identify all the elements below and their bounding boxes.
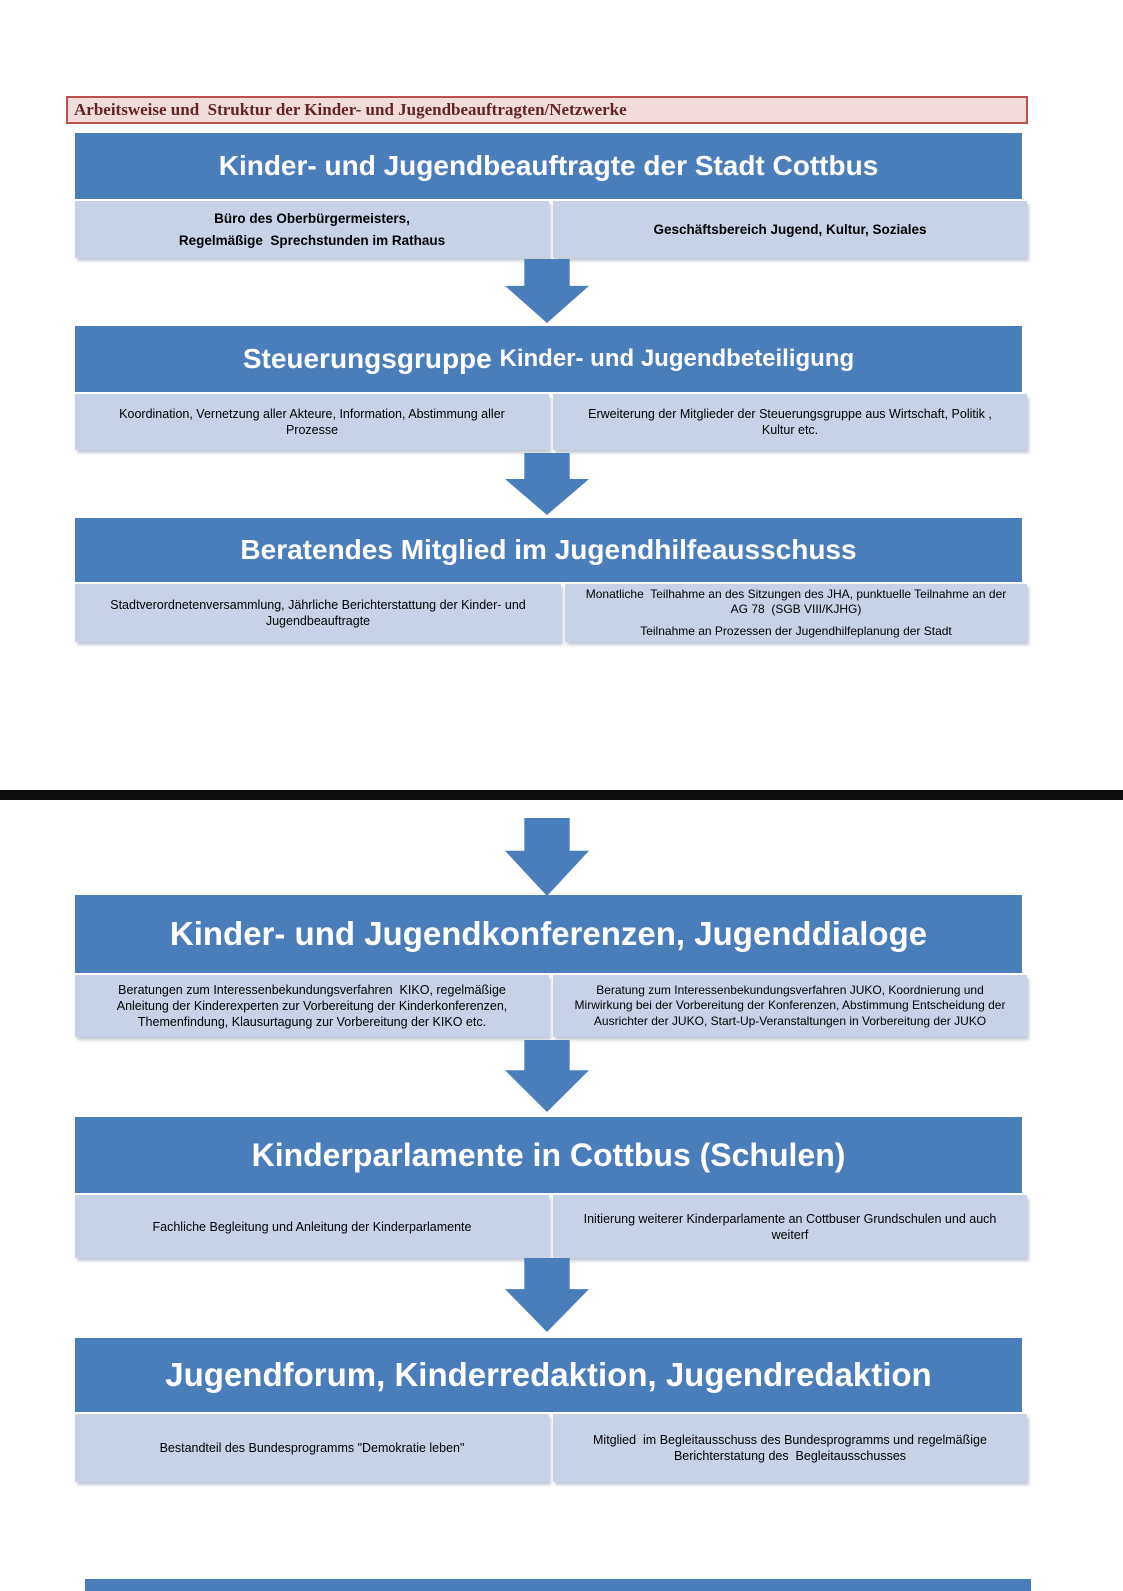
info-box-left: Bestandteil des Bundesprogramms "Demokra… — [75, 1414, 549, 1482]
info-text: Geschäftsbereich Jugend, Kultur, Soziale… — [653, 221, 927, 237]
info-text: Koordination, Vernetzung aller Akteure, … — [119, 407, 509, 437]
section-row: Fachliche Begleitung und Anleitung der K… — [75, 1195, 1027, 1258]
info-text: Mitglied im Begleitausschuss des Bundesp… — [593, 1433, 991, 1463]
section-title: Kinder- und Jugendbeauftragte der Stadt … — [218, 150, 879, 181]
section-row: Bestandteil des Bundesprogramms "Demokra… — [75, 1414, 1027, 1482]
section-title: Kinder- und Jugendkonferenzen, Jugenddia… — [169, 915, 928, 952]
section-header-kinderparlamente: Kinderparlamente in Cottbus (Schulen) — [75, 1117, 1022, 1193]
info-text: Fachliche Begleitung und Anleitung der K… — [152, 1219, 472, 1234]
info-text: Initierung weiterer Kinderparlamente an … — [583, 1211, 1000, 1242]
section-header-steuerungsgruppe: Steuerungsgruppe Kinder- und Jugendbetei… — [75, 326, 1022, 392]
info-text: Teilnahme an Prozessen der Jugendhilfepl… — [640, 623, 952, 638]
info-box-right: Erweiterung der Mitglieder der Steuerung… — [553, 394, 1027, 450]
section-header-kinder-und-jugendbeauftragte: Kinder- und Jugendbeauftragte der Stadt … — [75, 133, 1022, 199]
section-header-konferenzen-jugenddialoge: Kinder- und Jugendkonferenzen, Jugenddia… — [75, 895, 1022, 973]
info-box-right: Mitglied im Begleitausschuss des Bundesp… — [553, 1414, 1027, 1482]
section-row: Stadtverordnetenversammlung, Jährliche B… — [75, 584, 1027, 642]
page-title: Arbeitsweise und Struktur der Kinder- un… — [66, 96, 1028, 124]
section-title: Kinderparlamente in Cottbus (Schulen) — [251, 1136, 846, 1173]
section-row: Koordination, Vernetzung aller Akteure, … — [75, 394, 1027, 450]
section-header-jugendforum-redaktionen: Jugendforum, Kinderredaktion, Jugendreda… — [75, 1338, 1022, 1412]
section-row: Büro des Oberbürgermeisters, Regelmäßige… — [75, 201, 1027, 258]
info-box-left: Beratungen zum Interessenbekundungsverfa… — [75, 975, 549, 1037]
info-text: Erweiterung der Mitglieder der Steuerung… — [588, 407, 996, 437]
info-box-left: Fachliche Begleitung und Anleitung der K… — [75, 1195, 549, 1258]
info-box-right: Beratung zum Interessenbekundungsverfahr… — [553, 975, 1027, 1037]
section-header-jugendhilfeausschuss: Beratendes Mitglied im Jugendhilfeaussch… — [75, 518, 1022, 582]
info-text: Bestandteil des Bundesprogramms "Demokra… — [159, 1441, 465, 1455]
info-box-left: Koordination, Vernetzung aller Akteure, … — [75, 394, 549, 450]
info-text: Stadtverordnetenversammlung, Jährliche B… — [110, 598, 530, 628]
section-title-secondary: Kinder- und Jugendbeteiligung — [499, 345, 855, 372]
info-box-right: Geschäftsbereich Jugend, Kultur, Soziale… — [553, 201, 1027, 258]
info-box-right: Initierung weiterer Kinderparlamente an … — [553, 1195, 1027, 1258]
info-box-right: Monatliche Teilhahme an des Sitzungen de… — [565, 584, 1027, 642]
info-text: Beratungen zum Interessenbekundungsverfa… — [116, 983, 511, 1029]
info-text: Monatliche Teilhahme an des Sitzungen de… — [585, 586, 1009, 617]
down-arrow-icon — [505, 1258, 589, 1332]
section-title: Steuerungsgruppe — [242, 343, 500, 374]
down-arrow-icon — [505, 453, 589, 515]
page-title-text: Arbeitsweise und Struktur der Kinder- un… — [74, 100, 627, 119]
section-row: Beratungen zum Interessenbekundungsverfa… — [75, 975, 1027, 1037]
down-arrow-icon — [505, 818, 589, 896]
down-arrow-icon — [505, 259, 589, 323]
section-title: Beratendes Mitglied im Jugendhilfeaussch… — [240, 534, 857, 565]
bottom-bar — [85, 1579, 1031, 1591]
info-box-left: Stadtverordnetenversammlung, Jährliche B… — [75, 584, 561, 642]
down-arrow-icon — [505, 1040, 589, 1112]
info-box-left: Büro des Oberbürgermeisters, Regelmäßige… — [75, 201, 549, 258]
info-text: Büro des Oberbürgermeisters, — [214, 210, 410, 226]
info-text: Regelmäßige Sprechstunden im Rathaus — [178, 232, 446, 248]
section-title: Jugendforum, Kinderredaktion, Jugendreda… — [165, 1356, 932, 1393]
info-text: Beratung zum Interessenbekundungsverfahr… — [574, 982, 1009, 1028]
page-break-divider — [0, 790, 1123, 800]
